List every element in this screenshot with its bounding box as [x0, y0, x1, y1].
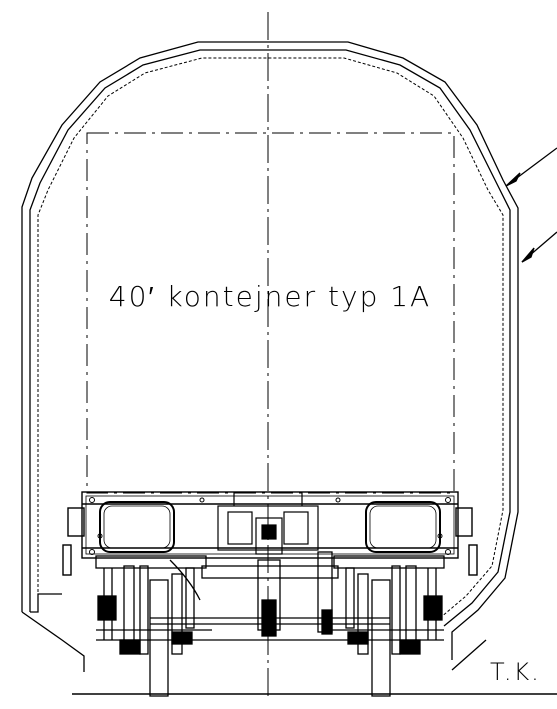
container-outline [86, 132, 455, 494]
left-lower-profile [21, 611, 85, 672]
top-of-rail-label: T.K. [490, 658, 541, 686]
left-frame-window-inner [103, 505, 171, 549]
outer-gauge-inner-line [29, 49, 511, 627]
central-linkage [96, 551, 444, 641]
left-bogie [95, 555, 212, 697]
container-label: 40′ kontejner typ 1A [109, 280, 431, 313]
right-lower-slant [451, 639, 487, 671]
left-lower-profile-inner [30, 593, 62, 613]
right-bogie [328, 555, 445, 697]
left-frame-window [99, 501, 175, 553]
central-mechanism [217, 492, 319, 555]
outer-gauge-outline [21, 41, 519, 660]
right-frame-window-inner [369, 505, 437, 549]
leader-arrows [505, 147, 557, 263]
vehicle-profile-outline [37, 57, 504, 619]
right-frame-window [365, 501, 441, 553]
